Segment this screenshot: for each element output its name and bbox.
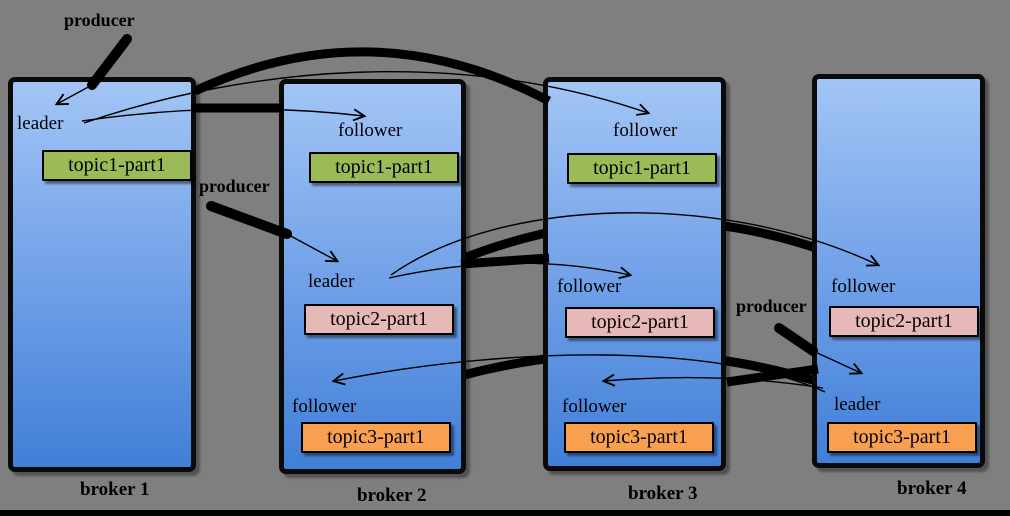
partition-broker3-topic1: topic1-part1 xyxy=(567,153,717,184)
producer-3-arrow-shaft xyxy=(774,323,818,356)
role-label-broker1-topic1: leader xyxy=(17,113,64,134)
broker-2-box: follower topic1-part1 leader topic2-part… xyxy=(279,79,466,474)
partition-broker4-topic2: topic2-part1 xyxy=(829,306,979,337)
producer-3-label: producer xyxy=(736,296,807,316)
role-label-broker4-topic2: follower xyxy=(831,276,896,297)
broker-4-box: follower topic2-part1 leader topic3-part… xyxy=(812,74,985,468)
partition-broker2-topic3: topic3-part1 xyxy=(301,422,451,453)
broker-4-caption: broker 4 xyxy=(897,478,967,499)
bottom-edge-bar xyxy=(0,510,1010,516)
producer-2-arrow-shaft xyxy=(206,201,292,239)
replication-link-broker2-broker3 xyxy=(460,253,550,269)
broker-2-caption: broker 2 xyxy=(357,485,427,506)
role-label-broker3-topic3: follower xyxy=(562,396,627,417)
role-label-broker2-topic1: follower xyxy=(338,120,403,141)
role-label-broker4-topic3: leader xyxy=(834,394,881,415)
role-label-broker2-topic3: follower xyxy=(292,396,357,417)
producer-2-label: producer xyxy=(199,176,270,196)
replication-link-broker4-broker3 xyxy=(726,364,819,387)
role-label-broker3-topic2: follower xyxy=(557,276,622,297)
role-label-broker2-topic2: leader xyxy=(308,271,355,292)
partition-broker3-topic2: topic2-part1 xyxy=(565,307,715,338)
partition-broker2-topic1: topic1-part1 xyxy=(309,152,459,183)
partition-broker4-topic3: topic3-part1 xyxy=(827,422,977,453)
broker-1-caption: broker 1 xyxy=(80,479,150,500)
partition-broker3-topic3: topic3-part1 xyxy=(564,422,714,453)
broker-3-box: follower topic1-part1 follower topic2-pa… xyxy=(543,77,726,471)
partition-broker1-topic1: topic1-part1 xyxy=(42,150,192,181)
role-label-broker3-topic1: follower xyxy=(613,120,678,141)
broker-3-caption: broker 3 xyxy=(628,483,698,504)
broker-1-box: leader topic1-part1 xyxy=(8,77,196,472)
partition-broker2-topic2: topic2-part1 xyxy=(304,304,454,335)
producer-1-label: producer xyxy=(64,10,135,30)
